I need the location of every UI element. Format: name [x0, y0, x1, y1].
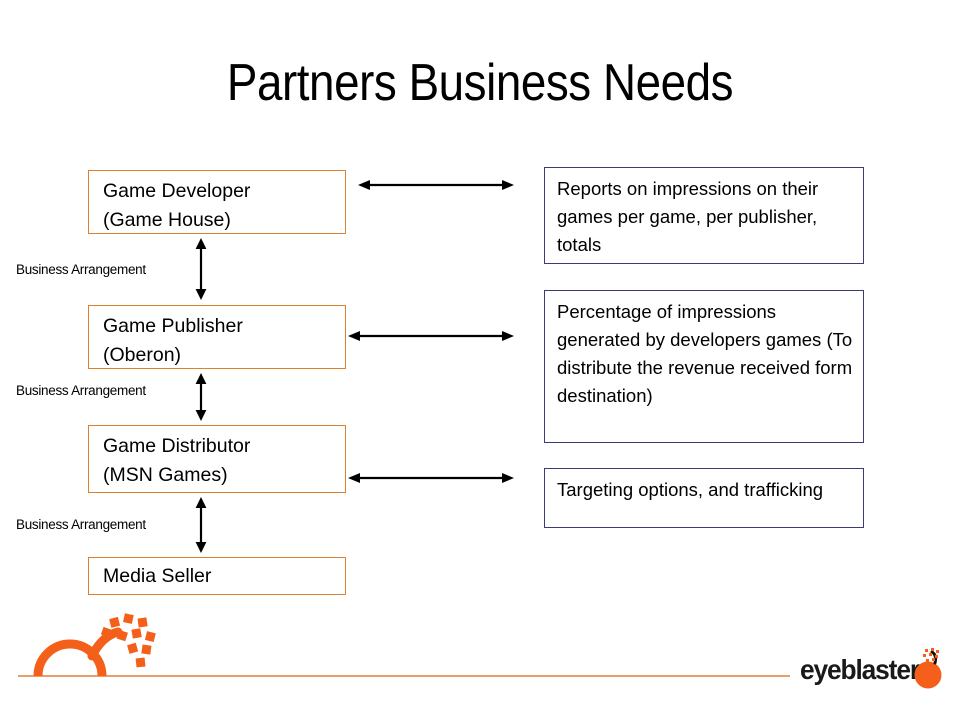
business-arrangement-label: Business Arrangement	[16, 383, 146, 398]
need-box-percentage: Percentage of impressions generated by d…	[544, 290, 864, 443]
double-headed-vertical-arrow-icon	[195, 373, 207, 421]
need-box-reports: Reports on impressions on their games pe…	[544, 167, 864, 264]
double-headed-vertical-arrow-icon	[195, 238, 207, 300]
role-line-2: (MSN Games)	[103, 464, 228, 486]
brand-wordmark: eyeblaster	[800, 654, 920, 685]
business-arrangement-label: Business Arrangement	[16, 517, 146, 532]
role-line-1: Media Seller	[103, 565, 212, 587]
page-title: Partners Business Needs	[226, 54, 734, 112]
role-line-1: Game Distributor	[103, 435, 251, 457]
sunburst-logo	[33, 613, 156, 677]
double-headed-horizontal-arrow-icon	[348, 331, 514, 341]
double-headed-horizontal-arrow-icon	[358, 180, 514, 190]
role-line-1: Game Developer	[103, 180, 251, 202]
role-box-game-developer: Game Developer (Game House)	[88, 170, 346, 234]
footer-divider	[18, 675, 790, 677]
double-headed-vertical-arrow-icon	[195, 497, 207, 553]
role-line-2: (Game House)	[103, 209, 231, 231]
bomb-icon	[914, 648, 942, 689]
eyeblaster-logo: eyeblaster	[800, 648, 950, 694]
business-arrangement-label: Business Arrangement	[16, 262, 146, 277]
role-box-game-distributor: Game Distributor (MSN Games)	[88, 425, 346, 493]
role-box-media-seller: Media Seller	[88, 557, 346, 595]
need-box-targeting: Targeting options, and trafficking	[544, 468, 864, 528]
double-headed-horizontal-arrow-icon	[348, 473, 514, 483]
role-line-2: (Oberon)	[103, 344, 182, 366]
role-box-game-publisher: Game Publisher (Oberon)	[88, 305, 346, 369]
role-line-1: Game Publisher	[103, 315, 243, 337]
